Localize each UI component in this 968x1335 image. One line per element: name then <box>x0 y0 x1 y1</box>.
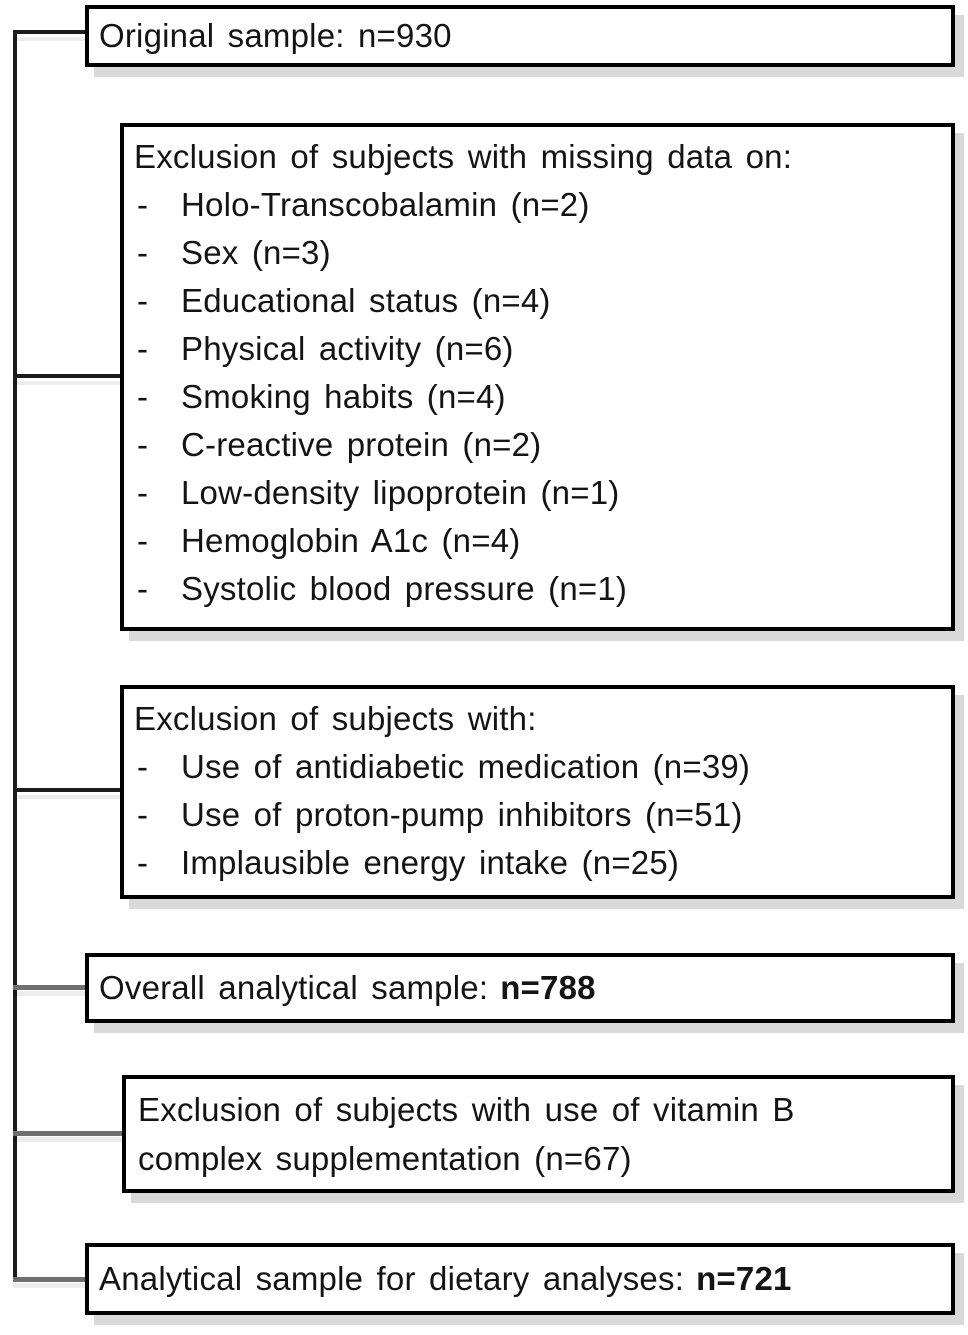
list-item-text: C-reactive protein (n=2) <box>181 426 542 463</box>
list-item: - Systolic blood pressure (n=1) <box>134 565 941 613</box>
connector-to-exclusion-subjects <box>13 788 124 792</box>
connector-to-original-sample <box>13 30 89 34</box>
list-item-text: Sex (n=3) <box>181 234 331 271</box>
box-exclusion-missing-data: Exclusion of subjects with missing data … <box>120 123 955 631</box>
connector-to-exclusion-missing-data <box>13 374 124 378</box>
list-item: - Sex (n=3) <box>134 229 941 277</box>
list-item-text: Implausible energy intake (n=25) <box>181 844 680 881</box>
list-item: - Hemoglobin A1c (n=4) <box>134 517 941 565</box>
analytical-sample-value: n=721 <box>696 1260 792 1297</box>
list-item: - Educational status (n=4) <box>134 277 941 325</box>
list-item: - Low-density lipoprotein (n=1) <box>134 469 941 517</box>
original-sample-text: Original sample: n=930 <box>99 17 452 54</box>
dash-bullet: - <box>137 282 149 319</box>
box-overall-sample: Overall analytical sample: n=788 <box>85 953 955 1023</box>
overall-sample-value: n=788 <box>500 969 596 1006</box>
list-item: - Use of proton-pump inhibitors (n=51) <box>134 791 941 839</box>
dash-bullet: - <box>137 796 149 833</box>
dash-bullet: - <box>137 330 149 367</box>
list-item-text: Systolic blood pressure (n=1) <box>181 570 628 607</box>
list-item-text: Holo-Transcobalamin (n=2) <box>181 186 590 223</box>
dash-bullet: - <box>137 378 149 415</box>
list-item-text: Smoking habits (n=4) <box>181 378 506 415</box>
dash-bullet: - <box>137 426 149 463</box>
list-item: - Implausible energy intake (n=25) <box>134 839 941 887</box>
list-item-text: Hemoglobin A1c (n=4) <box>181 522 521 559</box>
analytical-sample-label: Analytical sample for dietary analyses: <box>99 1260 685 1297</box>
dash-bullet: - <box>137 844 149 881</box>
list-item-text: Physical activity (n=6) <box>181 330 514 367</box>
list-item: - Physical activity (n=6) <box>134 325 941 373</box>
list-item: - C-reactive protein (n=2) <box>134 421 941 469</box>
box-exclusion-subjects: Exclusion of subjects with: - Use of ant… <box>120 685 955 899</box>
dash-bullet: - <box>137 570 149 607</box>
list-item: - Smoking habits (n=4) <box>134 373 941 421</box>
exclusion-subjects-title: Exclusion of subjects with: <box>134 700 537 737</box>
connector-to-exclusion-vitamin-b <box>13 1131 126 1136</box>
connector-trunk-line <box>13 30 17 1282</box>
connector-to-analytical-sample <box>13 1277 89 1282</box>
exclusion-vitamin-b-line-2: complex supplementation (n=67) <box>138 1140 632 1177</box>
exclusion-missing-data-title: Exclusion of subjects with missing data … <box>134 138 793 175</box>
box-analytical-sample: Analytical sample for dietary analyses: … <box>85 1243 955 1315</box>
box-exclusion-vitamin-b: Exclusion of subjects with use of vitami… <box>122 1075 955 1193</box>
list-item: - Use of antidiabetic medication (n=39) <box>134 743 941 791</box>
dash-bullet: - <box>137 234 149 271</box>
dash-bullet: - <box>137 522 149 559</box>
dash-bullet: - <box>137 186 149 223</box>
list-item-text: Educational status (n=4) <box>181 282 551 319</box>
list-item: - Holo-Transcobalamin (n=2) <box>134 181 941 229</box>
box-original-sample: Original sample: n=930 <box>85 5 955 67</box>
list-item-text: Use of proton-pump inhibitors (n=51) <box>181 796 743 833</box>
connector-to-overall-sample <box>13 985 89 990</box>
dash-bullet: - <box>137 748 149 785</box>
list-item-text: Use of antidiabetic medication (n=39) <box>181 748 751 785</box>
exclusion-vitamin-b-line-1: Exclusion of subjects with use of vitami… <box>138 1091 795 1128</box>
list-item-text: Low-density lipoprotein (n=1) <box>181 474 620 511</box>
overall-sample-label: Overall analytical sample: <box>99 969 489 1006</box>
dash-bullet: - <box>137 474 149 511</box>
